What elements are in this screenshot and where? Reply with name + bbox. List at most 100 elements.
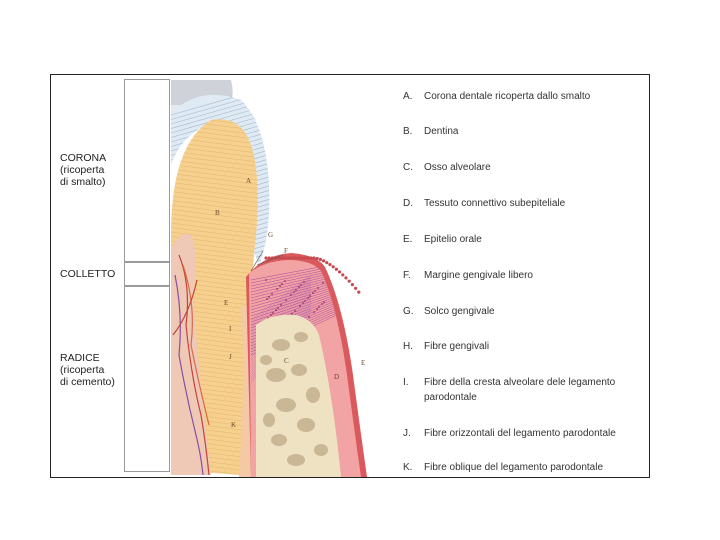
fiber-dot: [317, 287, 319, 289]
legend-letter: I.: [403, 375, 409, 390]
epithelial-ridge: [280, 256, 283, 259]
bone-trabecula: [263, 413, 275, 427]
bone-trabecula: [276, 398, 296, 412]
fiber-dot: [277, 307, 279, 309]
figure-frame: A B C D E E F G I J K CORONA (ricoperta …: [50, 74, 650, 478]
epithelial-ridge: [290, 256, 293, 259]
bone-trabecula: [272, 339, 290, 351]
legend-text: Solco gengivale: [424, 304, 646, 319]
bone-trabecula: [294, 332, 308, 342]
legend-letter: H.: [403, 339, 413, 354]
fiber-dot: [304, 300, 306, 302]
epithelial-ridge: [357, 291, 360, 294]
bone-trabecula: [287, 454, 305, 466]
legend-text: Epitelio orale: [424, 232, 646, 247]
legend-letter: G.: [403, 304, 414, 319]
fiber-dot: [290, 294, 292, 296]
epithelial-ridge: [338, 270, 341, 273]
legend-text: Fibre gengivali: [424, 339, 646, 354]
legend-letter: B.: [403, 124, 412, 139]
legend-text: Dentina: [424, 124, 646, 139]
fiber-dot: [312, 292, 314, 294]
crown-label: CORONA (ricoperta di smalto): [60, 152, 106, 188]
epithelial-ridge: [332, 265, 335, 268]
figure-letter-a: A: [246, 177, 251, 185]
legend-text: Tessuto connettivo subepiteliale: [424, 196, 646, 211]
epithelial-ridge: [322, 259, 325, 262]
legend-letter: F.: [403, 268, 411, 283]
fiber-dot: [271, 293, 273, 295]
epithelial-ridge: [309, 256, 312, 259]
epithelial-ridge: [293, 256, 296, 259]
bone-trabecula: [266, 368, 286, 382]
fiber-dot: [272, 312, 274, 314]
figure-letter-b: B: [215, 209, 220, 217]
legend-letter: A.: [403, 89, 412, 104]
figure-letter-f: F: [284, 247, 288, 255]
legend-letter: J.: [403, 426, 411, 441]
fiber-dot: [279, 285, 281, 287]
figure-letter-j: J: [229, 353, 232, 361]
fiber-dot: [293, 291, 295, 293]
fiber-dot: [308, 316, 310, 318]
bone-trabecula: [297, 418, 315, 432]
fiber-dot: [265, 279, 267, 281]
crown-bracket: [124, 79, 170, 262]
legend-text: Corona dentale ricoperta dallo smalto: [424, 89, 646, 104]
fiber-dot: [321, 303, 323, 305]
legend-letter: K.: [403, 460, 412, 475]
bone-trabecula: [306, 387, 320, 403]
epithelial-ridge: [348, 280, 351, 283]
neck-label: COLLETTO: [60, 268, 115, 280]
fiber-dot: [298, 286, 300, 288]
epithelial-ridge: [296, 256, 299, 259]
epithelial-ridge: [264, 256, 267, 259]
fiber-dot: [316, 308, 318, 310]
epithelial-ridge: [306, 256, 309, 259]
epithelial-ridge: [312, 256, 315, 259]
fiber-dot: [281, 283, 283, 285]
figure-letter-k: K: [231, 421, 236, 429]
fiber-dot: [280, 304, 282, 306]
fiber-dot: [294, 310, 296, 312]
legend-text: Fibre orizzontali del legamento parodont…: [424, 426, 646, 441]
figure-letter-g: G: [268, 231, 273, 239]
epithelial-ridge: [344, 276, 347, 279]
fiber-dot: [276, 288, 278, 290]
fiber-dot: [299, 305, 301, 307]
fiber-dot: [302, 302, 304, 304]
bone-trabecula: [314, 444, 328, 456]
fiber-dot: [284, 280, 286, 282]
fiber-dot: [303, 281, 305, 283]
fiber-dot: [309, 295, 311, 297]
fiber-dot: [285, 299, 287, 301]
fiber-dot: [291, 313, 293, 315]
epithelial-ridge: [328, 263, 331, 266]
legend-text: Margine gengivale libero: [424, 268, 646, 283]
epithelial-ridge: [300, 256, 303, 259]
epithelial-ridge: [287, 256, 290, 259]
bone-trabecula: [260, 355, 272, 365]
epithelial-ridge: [319, 258, 322, 261]
root-label: RADICE (ricoperta di cemento): [60, 352, 115, 388]
epithelial-ridge: [325, 261, 328, 264]
fiber-dot: [307, 297, 309, 299]
epithelial-ridge: [354, 287, 357, 290]
fiber-dot: [268, 296, 270, 298]
legend-letter: D.: [403, 196, 413, 211]
fiber-dot: [270, 314, 272, 316]
epithelial-ridge: [351, 283, 354, 286]
epithelial-ridge: [335, 268, 338, 271]
figure-letter-d: D: [334, 373, 339, 381]
figure-letter-c: C: [284, 357, 289, 365]
figure-letter-e-outer: E: [361, 359, 365, 367]
legend-letter: E.: [403, 232, 412, 247]
fiber-dot: [266, 298, 268, 300]
figure-letter-e-inner: E: [224, 299, 228, 307]
fiber-dot: [275, 309, 277, 311]
neck-bracket: [124, 262, 170, 286]
fiber-dot: [300, 284, 302, 286]
legend-text: Fibre della cresta alveolare dele legame…: [424, 375, 646, 405]
epithelial-ridge: [316, 257, 319, 260]
legend-text: Osso alveolare: [424, 160, 646, 175]
